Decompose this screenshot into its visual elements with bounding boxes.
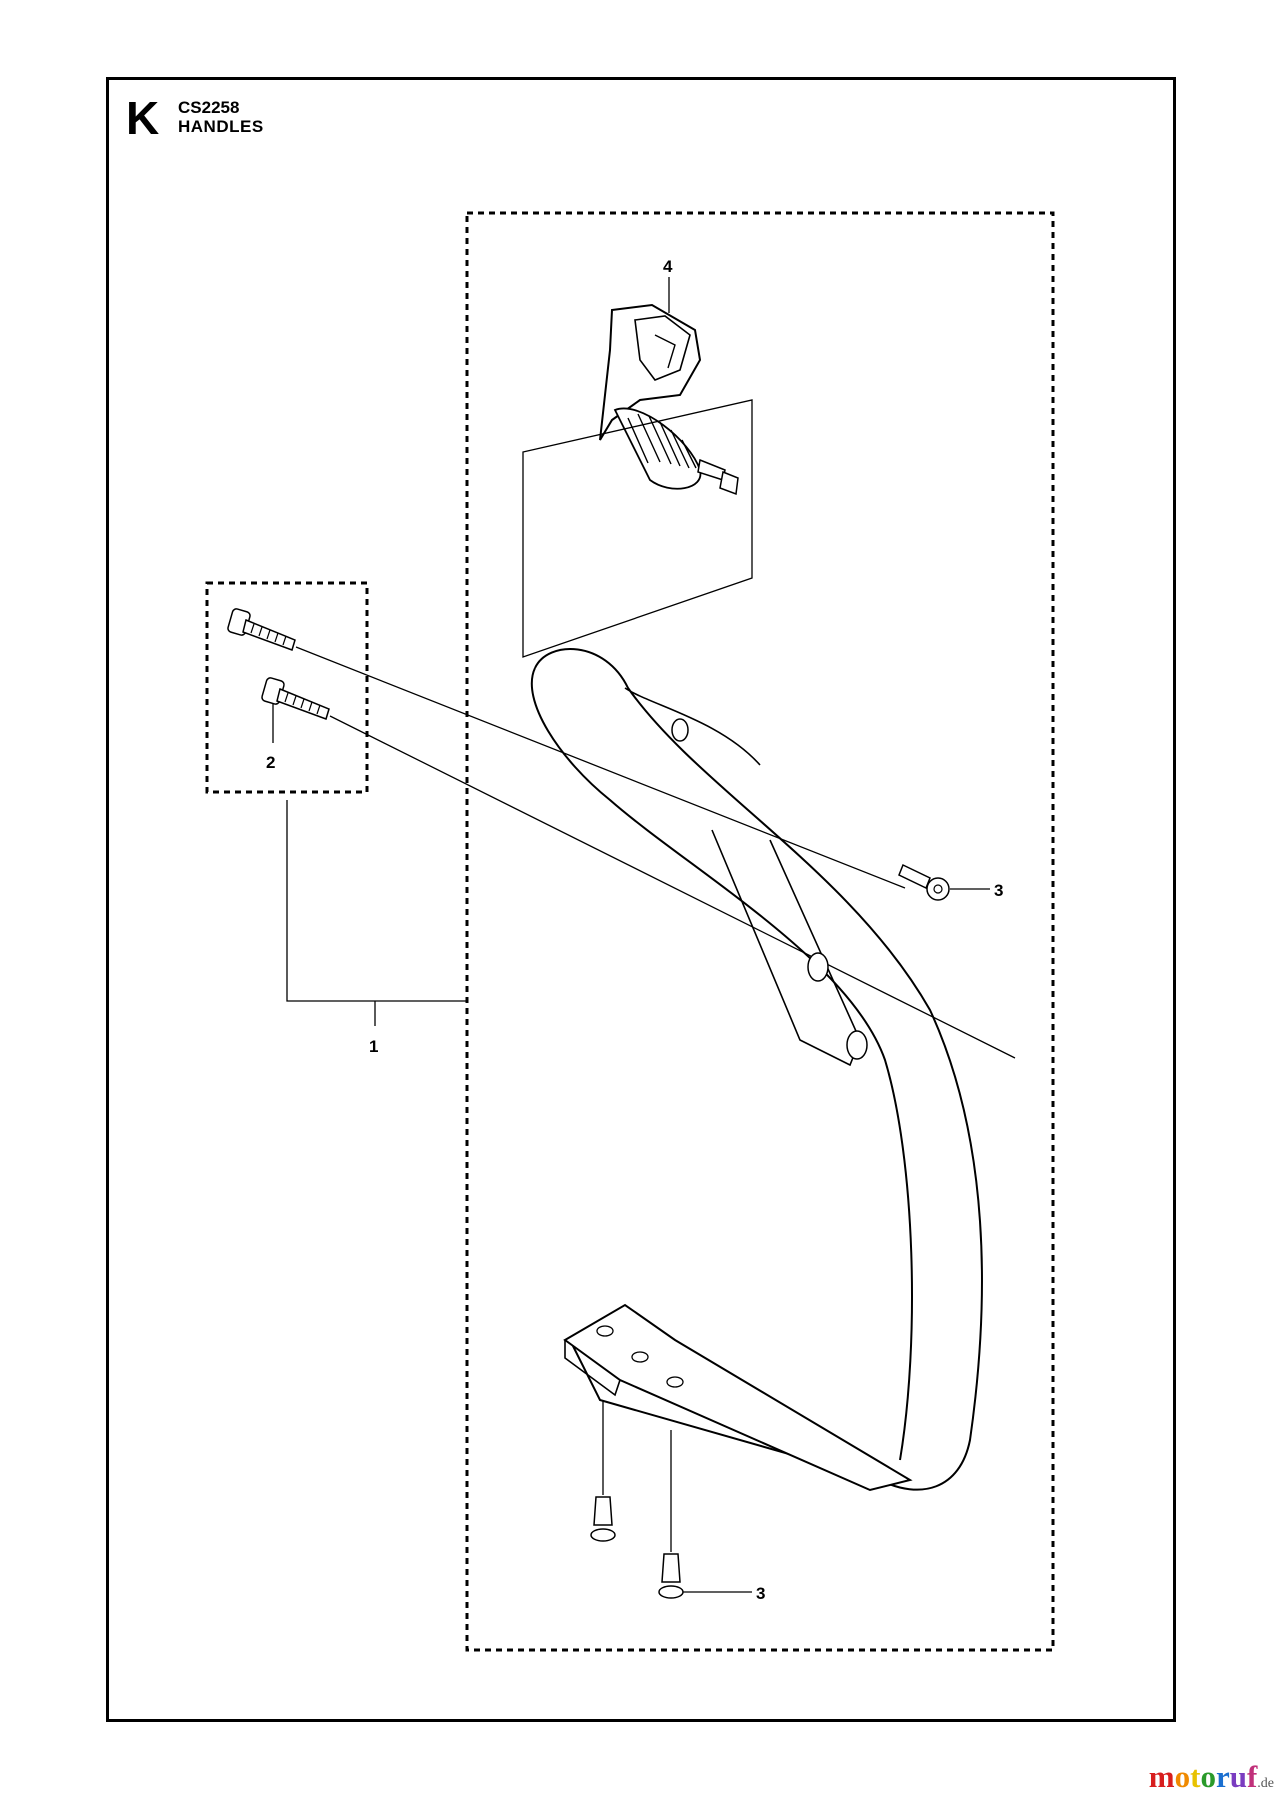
assembly-2-dashed-box xyxy=(205,581,369,794)
assembly-1-dashed-box xyxy=(465,211,1055,1652)
page-frame xyxy=(106,77,1176,1722)
watermark-letter-m: m xyxy=(1148,1759,1175,1794)
watermark-letter-f: f xyxy=(1246,1759,1258,1794)
alignment-line-lower xyxy=(329,715,1016,1059)
callout-2[interactable]: 2 xyxy=(266,753,275,772)
screw-part-3-upper[interactable] xyxy=(898,863,950,901)
watermark-letter-t: t xyxy=(1190,1759,1201,1794)
watermark-letter-o2: o xyxy=(1200,1759,1216,1794)
mounting-plate[interactable] xyxy=(563,1303,913,1492)
section-title: HANDLES xyxy=(178,117,264,136)
screw-part-3-lower-right[interactable] xyxy=(658,1430,684,1599)
watermark-letter-u: u xyxy=(1229,1759,1247,1794)
screw-part-2-upper[interactable] xyxy=(227,608,296,651)
watermark-letter-o: o xyxy=(1174,1759,1191,1794)
watermark-letter-r: r xyxy=(1215,1759,1230,1794)
screw-part-2-lower[interactable] xyxy=(261,677,330,720)
screw-part-3-lower-left[interactable] xyxy=(590,1400,616,1542)
callout-3a[interactable]: 3 xyxy=(994,881,1003,900)
damper-part-4[interactable] xyxy=(599,303,739,496)
callout-1[interactable]: 1 xyxy=(369,1037,378,1056)
callout-4[interactable]: 4 xyxy=(663,257,673,276)
site-watermark: motoruf.de xyxy=(1149,1761,1274,1792)
damper-mounting-plane xyxy=(522,399,753,658)
alignment-line-upper xyxy=(295,646,906,889)
watermark-tld: .de xyxy=(1257,1776,1274,1791)
section-letter: K xyxy=(126,92,160,144)
front-handle-bar[interactable] xyxy=(530,648,983,1491)
callout-1-bracket xyxy=(286,800,467,1002)
model-code: CS2258 xyxy=(178,98,240,117)
callout-3b[interactable]: 3 xyxy=(756,1584,765,1603)
